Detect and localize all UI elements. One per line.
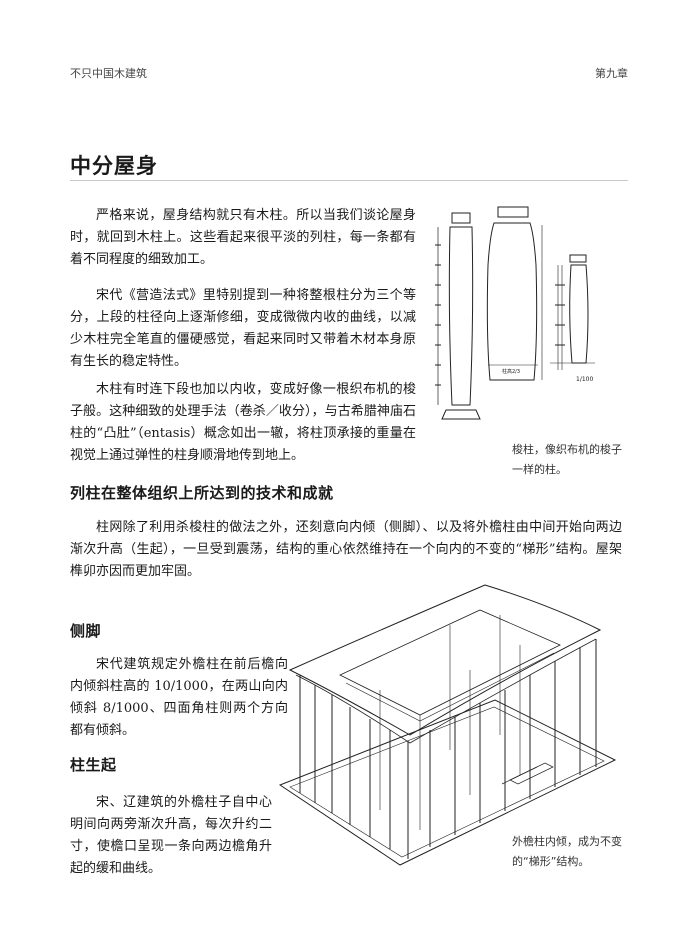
subsection-paragraph: 柱网除了利用杀梭柱的做法之外，还刻意向内倾（侧脚）、以及将外檐柱由中间开始向两边… <box>70 520 622 579</box>
scale-label: 1/100 <box>576 376 593 383</box>
column-drawing-label: 柱高2/3 <box>502 368 520 375</box>
running-header-book-title: 不只中国木建筑 <box>70 67 147 80</box>
subsection-heading: 列柱在整体组织上所达到的技术和成就 <box>70 484 334 502</box>
intro-paragraph-3: 木柱有时连下段也加以内收，变成好像一根织布机的梭子般。这种细致的处理手法（卷杀／… <box>70 382 416 463</box>
intro-paragraph-2: 宋代《营造法式》里特别提到一种将整根柱分为三个等分，上段的柱径向上逐渐修细，变成… <box>70 288 416 369</box>
title-rule <box>70 180 628 181</box>
column-frame-figure <box>278 584 617 866</box>
running-header-chapter: 第九章 <box>595 67 628 80</box>
cejiao-heading: 侧脚 <box>70 622 102 640</box>
shengqi-paragraph: 宋、辽建筑的外檐柱子自中心明间向两旁渐次升高，每次升约二寸，使檐口呈现一条向两边… <box>70 795 272 876</box>
column-drawings-figure: 柱高2/3 1/100 <box>435 206 595 420</box>
section-title: 中分屋身 <box>70 154 158 178</box>
figure2-caption: 外檐柱内倾，成为不变的“梯形”结构。 <box>512 835 622 868</box>
figure1-caption: 梭柱，像织布机的梭子一样的柱。 <box>512 443 622 476</box>
shengqi-heading: 柱生起 <box>70 756 117 774</box>
intro-paragraph-1: 严格来说，屋身结构就只有木柱。所以当我们谈论屋身时，就回到木柱上。这些看起来很平… <box>70 208 416 267</box>
cejiao-paragraph: 宋代建筑规定外檐柱在前后檐向内倾斜柱高的 10/1000，在两山向内倾斜 8/1… <box>70 657 288 738</box>
